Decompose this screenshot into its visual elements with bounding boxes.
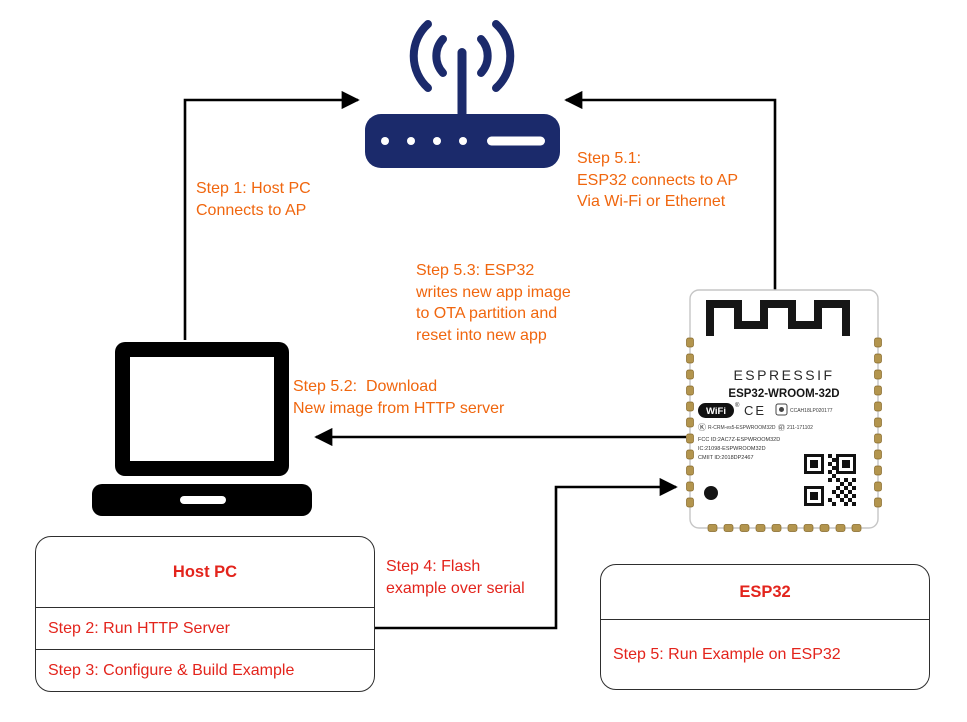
ncc-cert-text: CCAH18LP020177 xyxy=(790,408,833,414)
module-qr-code xyxy=(802,452,858,508)
kc-mark: Ⓚ xyxy=(698,423,706,432)
module-brand: ESPRESSIF xyxy=(733,367,834,383)
label-step5-2: Step 5.2: Download New image from HTTP s… xyxy=(293,378,505,417)
pcb-antenna-trace xyxy=(706,300,850,336)
kc-cert-text: R-CRM-es5-ESPWROOM32D xyxy=(708,425,776,431)
arrow-step4-hostpc-to-esp32 xyxy=(375,477,678,630)
router-led xyxy=(433,137,441,145)
wifi-certified-badge xyxy=(698,403,734,418)
fcc-id-text: FCC ID:2AC7Z-ESPWROOM32D xyxy=(698,437,780,443)
host-pc-step3-row: Step 3: Configure & Build Example xyxy=(36,649,374,691)
router-led xyxy=(407,137,415,145)
label-step5-3: Step 5.3: ESP32 writes new app image to … xyxy=(416,262,571,344)
host-pc-laptop-icon xyxy=(92,342,312,516)
label-step5-1: Step 5.1: ESP32 connects to AP Via Wi-Fi… xyxy=(577,150,738,211)
router-antenna xyxy=(457,48,467,118)
esp32-step5-row: Step 5: Run Example on ESP32 xyxy=(601,619,929,689)
cert-icon-dot xyxy=(779,407,784,412)
router-led xyxy=(381,137,389,145)
laptop-trackpad-notch xyxy=(180,496,226,504)
ce-mark: CE xyxy=(744,403,766,418)
router-led xyxy=(459,137,467,145)
arrow-step1-hostpc-to-ap xyxy=(183,90,360,340)
label-step4: Step 4: Flash example over serial xyxy=(386,558,525,597)
host-pc-box: Host PC Step 2: Run HTTP Server Step 3: … xyxy=(35,536,375,692)
ic-id-text: IC:21098-ESPWROOM32D xyxy=(698,446,766,452)
router-slot xyxy=(487,136,545,146)
arrow-step5-1-esp32-to-ap xyxy=(564,90,777,291)
wifi-wave-right-inner xyxy=(477,35,492,77)
label-step1: Step 1: Host PC Connects to AP xyxy=(196,180,311,219)
host-pc-box-title: Host PC xyxy=(172,562,238,581)
cert-icon xyxy=(775,403,788,416)
mic-mark: ㊞ xyxy=(778,424,785,432)
wifi-wave-left-outer xyxy=(409,20,432,92)
module-model: ESP32-WROOM-32D xyxy=(728,388,839,400)
cmiit-id-text: CMIIT ID:2018DP2467 xyxy=(698,455,754,461)
mic-cert-text: 211-171102 xyxy=(787,425,813,431)
module-corner-dot xyxy=(704,486,718,500)
wifi-router-icon xyxy=(365,20,560,168)
esp32-box-title: ESP32 xyxy=(739,582,791,601)
laptop-screen xyxy=(130,357,274,461)
wifi-badge-label: WiFi xyxy=(706,406,726,417)
registered-mark: ® xyxy=(735,402,740,409)
wifi-wave-left-inner xyxy=(432,35,447,77)
wifi-wave-right-outer xyxy=(492,20,515,92)
esp32-box: ESP32 Step 5: Run Example on ESP32 xyxy=(600,564,930,690)
host-pc-step2-row: Step 2: Run HTTP Server xyxy=(36,607,374,649)
esp32-module-image: ESPRESSIF ESP32-WROOM-32D WiFi ® CE CCAH… xyxy=(686,289,882,532)
